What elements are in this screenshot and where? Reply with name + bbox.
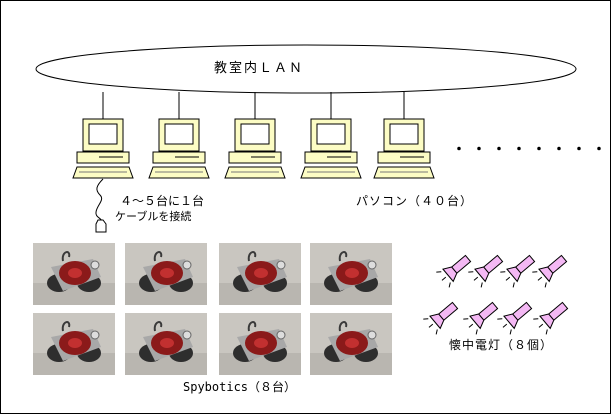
spybotics-photo xyxy=(125,313,207,375)
robot-antenna xyxy=(247,251,257,262)
light-ray xyxy=(537,276,543,281)
robot-group xyxy=(33,243,392,375)
light-ray xyxy=(512,282,515,288)
robot-sensor xyxy=(90,260,100,270)
robot-sensor xyxy=(367,260,377,270)
light-ray xyxy=(545,329,548,335)
spybotics-photo xyxy=(125,243,207,305)
flashlight-label: 懐中電灯（８個） xyxy=(449,338,554,352)
spybotics-photo xyxy=(33,313,115,375)
spybotics-label: Spybotics（８台） xyxy=(183,380,297,394)
light-ray xyxy=(502,323,508,328)
computer-icon xyxy=(224,92,286,179)
cable-connect-label: ケーブルを接続 xyxy=(115,210,192,223)
robot-antenna xyxy=(61,251,71,262)
screen-icon xyxy=(88,123,118,145)
flashlight-icon xyxy=(423,301,459,335)
connection-ratio-label: ４～５台に１台 xyxy=(120,194,205,208)
light-ray xyxy=(538,323,544,328)
light-ray xyxy=(532,271,538,273)
robot-core xyxy=(160,338,174,348)
robot-sensor xyxy=(276,330,286,340)
flashlight-icon xyxy=(463,301,499,335)
light-ray xyxy=(475,329,478,335)
cable-plug-icon xyxy=(95,219,107,233)
flashlight-head xyxy=(429,313,445,330)
flashlight-icon xyxy=(468,254,504,288)
light-ray xyxy=(463,318,469,320)
robot-core xyxy=(254,338,268,348)
flashlight-group xyxy=(423,254,569,335)
robot-antenna xyxy=(247,321,257,332)
cable-line xyxy=(95,178,104,223)
spybotics-photo xyxy=(310,313,392,375)
flashlight-head xyxy=(503,313,519,330)
robot-core xyxy=(160,268,174,278)
light-ray xyxy=(533,318,539,320)
robot-core xyxy=(68,268,82,278)
computer-icon xyxy=(373,92,435,179)
light-ray xyxy=(423,318,429,320)
flashlight-head xyxy=(442,266,458,283)
screen-icon xyxy=(316,123,346,145)
spybotics-photo xyxy=(33,243,115,305)
screen-icon xyxy=(240,123,270,145)
flashlight-head xyxy=(539,313,555,330)
light-ray xyxy=(544,282,547,288)
lan-label: 教室内ＬＡＮ xyxy=(214,61,305,76)
spybotics-photo xyxy=(219,243,301,305)
robot-antenna xyxy=(153,321,163,332)
flashlight-icon xyxy=(500,254,536,288)
continuation-dots: ・・・・・・・・ xyxy=(452,142,611,158)
spybotics-photo xyxy=(219,313,301,375)
light-ray xyxy=(448,282,451,288)
computer-icon xyxy=(72,92,134,179)
light-ray xyxy=(435,329,438,335)
light-ray xyxy=(468,323,474,328)
robot-sensor xyxy=(276,260,286,270)
robot-antenna xyxy=(61,321,71,332)
light-ray xyxy=(509,329,512,335)
screen-icon xyxy=(389,123,419,145)
robot-core xyxy=(345,338,359,348)
light-ray xyxy=(428,323,434,328)
pc-count-label: パソコン（４０台） xyxy=(356,194,474,208)
flashlight-icon xyxy=(497,301,533,335)
computer-icon xyxy=(148,92,210,179)
flashlight-icon xyxy=(532,254,568,288)
robot-core xyxy=(68,338,82,348)
flashlight-head xyxy=(506,266,522,283)
pc-group xyxy=(72,92,435,179)
light-ray xyxy=(500,271,506,273)
light-ray xyxy=(505,276,511,281)
robot-antenna xyxy=(338,251,348,262)
robot-antenna xyxy=(338,321,348,332)
light-ray xyxy=(441,276,447,281)
light-ray xyxy=(497,318,503,320)
flashlight-icon xyxy=(533,301,569,335)
screen-icon xyxy=(164,123,194,145)
flashlight-head xyxy=(474,266,490,283)
robot-antenna xyxy=(153,251,163,262)
robot-sensor xyxy=(90,330,100,340)
light-ray xyxy=(480,282,483,288)
flashlight-icon xyxy=(436,254,472,288)
light-ray xyxy=(473,276,479,281)
light-ray xyxy=(468,271,474,273)
robot-core xyxy=(254,268,268,278)
spybotics-photo xyxy=(310,243,392,305)
flashlight-head xyxy=(469,313,485,330)
robot-core xyxy=(345,268,359,278)
lan-ellipse xyxy=(35,44,577,94)
flashlight-head xyxy=(538,266,554,283)
robot-sensor xyxy=(367,330,377,340)
computer-icon xyxy=(300,92,362,179)
robot-sensor xyxy=(182,330,192,340)
light-ray xyxy=(436,271,442,273)
robot-sensor xyxy=(182,260,192,270)
